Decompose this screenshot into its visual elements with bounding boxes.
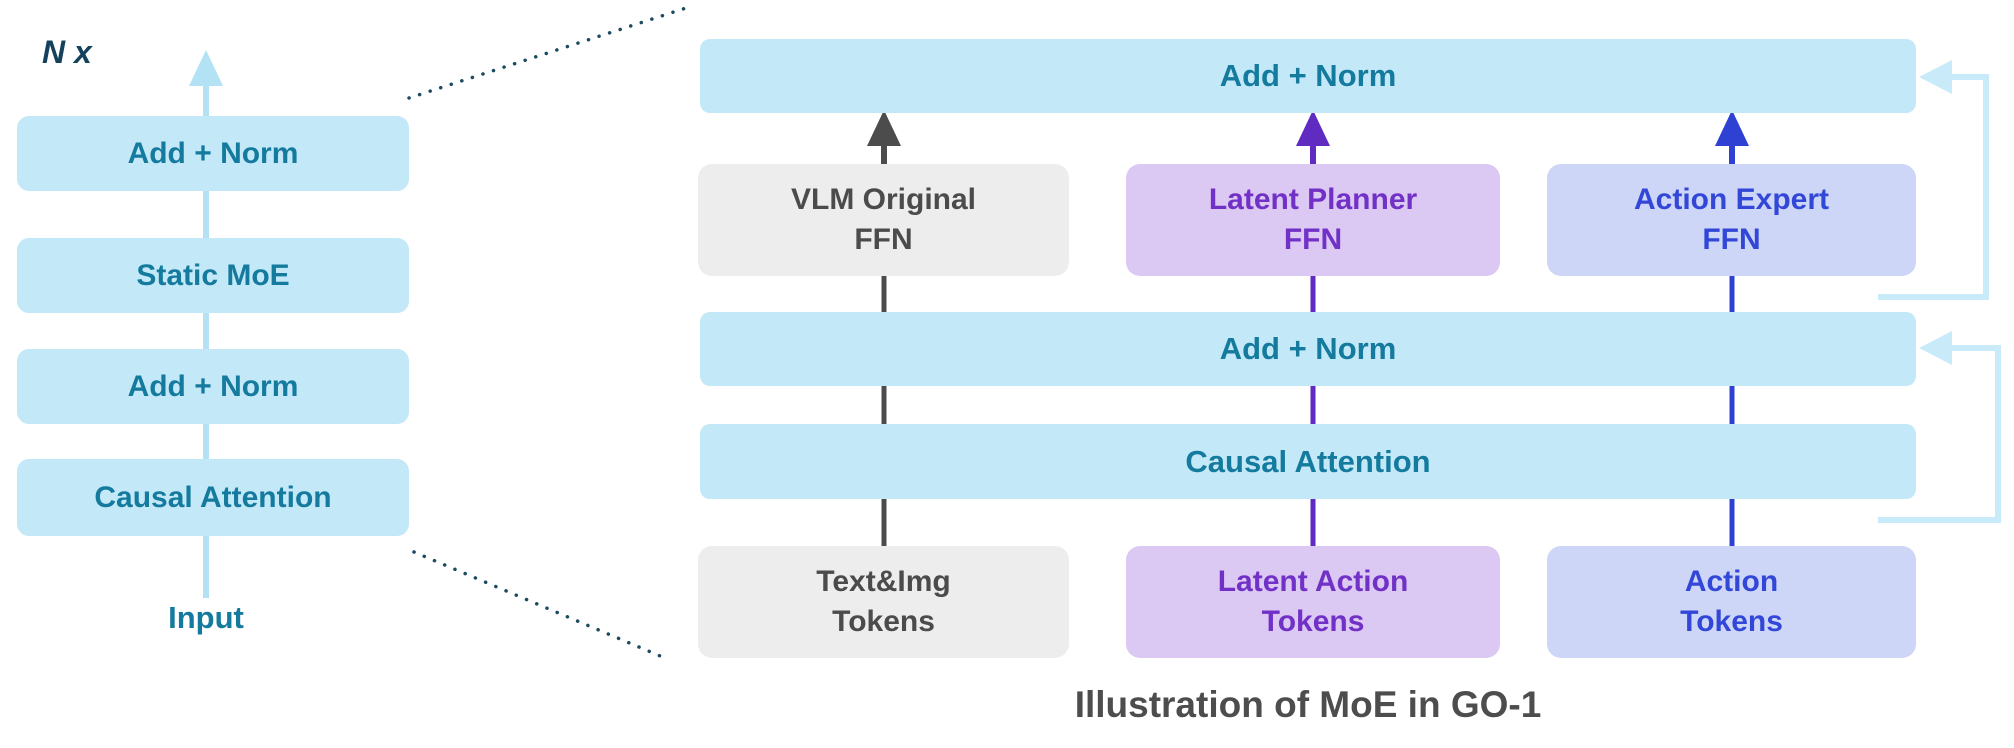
causal-attention-bar: Causal Attention — [700, 424, 1916, 499]
figure-caption: Illustration of MoE in GO-1 — [1074, 684, 1542, 725]
token-latent-action-box: Latent Action Tokens — [1126, 546, 1500, 658]
detail-mid-add-norm-bar: Add + Norm — [700, 312, 1916, 386]
left-block-causal-attention: Causal Attention — [17, 459, 409, 536]
token-label-line1: Action — [1684, 565, 1779, 598]
token-label-line1: Latent Action — [1217, 565, 1409, 598]
left-block-add-norm-1: Add + Norm — [17, 116, 409, 191]
action-expert-ffn-arrowhead — [1715, 110, 1749, 146]
residual-arrow-mid — [1878, 331, 2001, 523]
left-block-static-moe: Static MoE — [17, 238, 409, 313]
action-expert-column-connectors — [1715, 110, 1749, 546]
repeat-count-label: N x — [42, 34, 92, 70]
token-label-line2: Tokens — [1261, 605, 1365, 638]
bar-label: Causal Attention — [1185, 443, 1431, 479]
expert-label-line1: Latent Planner — [1208, 183, 1418, 216]
left-block-label: Add + Norm — [127, 136, 299, 170]
expert-label-line2: FFN — [1283, 223, 1343, 256]
token-label-line2: Tokens — [1680, 605, 1783, 638]
expert-label-line1: Action Expert — [1633, 183, 1830, 216]
residual-arrow-top — [1878, 60, 1989, 300]
token-text-img-box: Text&Img Tokens — [698, 546, 1069, 658]
expert-label-line1: VLM Original — [790, 183, 976, 216]
latent-planner-ffn-arrowhead — [1296, 110, 1330, 146]
left-block-label: Causal Attention — [94, 480, 332, 514]
expert-latent-planner-ffn-box: Latent Planner FFN — [1126, 164, 1500, 276]
input-label: Input — [168, 600, 244, 635]
token-action-box: Action Tokens — [1547, 546, 1916, 658]
vlm-ffn-arrowhead — [867, 110, 901, 146]
expert-label-line2: FFN — [854, 223, 913, 256]
latent-planner-column-connectors — [1296, 110, 1330, 546]
left-block-label: Static MoE — [136, 258, 290, 292]
vlm-column-connectors — [867, 110, 901, 546]
expert-vlm-original-ffn-box: VLM Original FFN — [698, 164, 1069, 276]
token-label-line2: Tokens — [832, 605, 935, 638]
bar-label: Add + Norm — [1219, 58, 1397, 93]
token-label-line1: Text&Img — [816, 565, 951, 598]
detail-top-add-norm-bar: Add + Norm — [700, 39, 1916, 113]
expert-action-expert-ffn-box: Action Expert FFN — [1547, 164, 1916, 276]
expert-label-line2: FFN — [1702, 223, 1761, 256]
left-block-add-norm-2: Add + Norm — [17, 349, 409, 424]
bar-label: Add + Norm — [1219, 331, 1397, 366]
left-block-label: Add + Norm — [127, 369, 299, 403]
dotted-expansion-line-top — [407, 6, 688, 100]
dotted-expansion-line-bottom — [412, 550, 667, 660]
